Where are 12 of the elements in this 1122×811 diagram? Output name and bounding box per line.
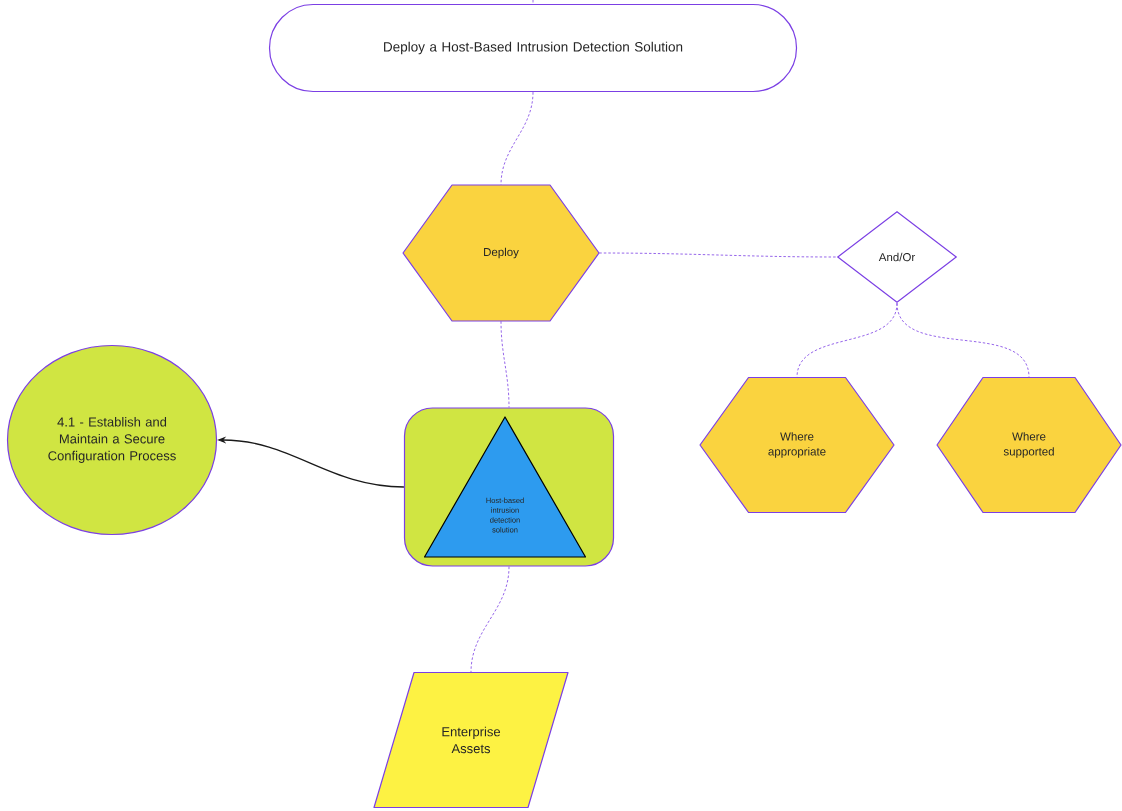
connector bbox=[598, 252, 838, 258]
connector bbox=[470, 566, 510, 673]
connector bbox=[896, 302, 1030, 378]
ellipse-node: 4.1 - Establish and Maintain a Secure Configuration Process bbox=[6, 344, 218, 536]
parallelogram-node: Enterprise Assets bbox=[373, 671, 569, 809]
hexagon-box: Where supported bbox=[936, 376, 1122, 514]
hexagon-box: Where appropriate bbox=[699, 376, 895, 514]
title-box: Deploy a Host-Based Intrusion Detection Solution bbox=[268, 3, 798, 93]
hexagon-box: Deploy bbox=[402, 184, 600, 322]
connector bbox=[532, 0, 534, 5]
connector bbox=[500, 91, 534, 186]
connector bbox=[500, 320, 510, 408]
